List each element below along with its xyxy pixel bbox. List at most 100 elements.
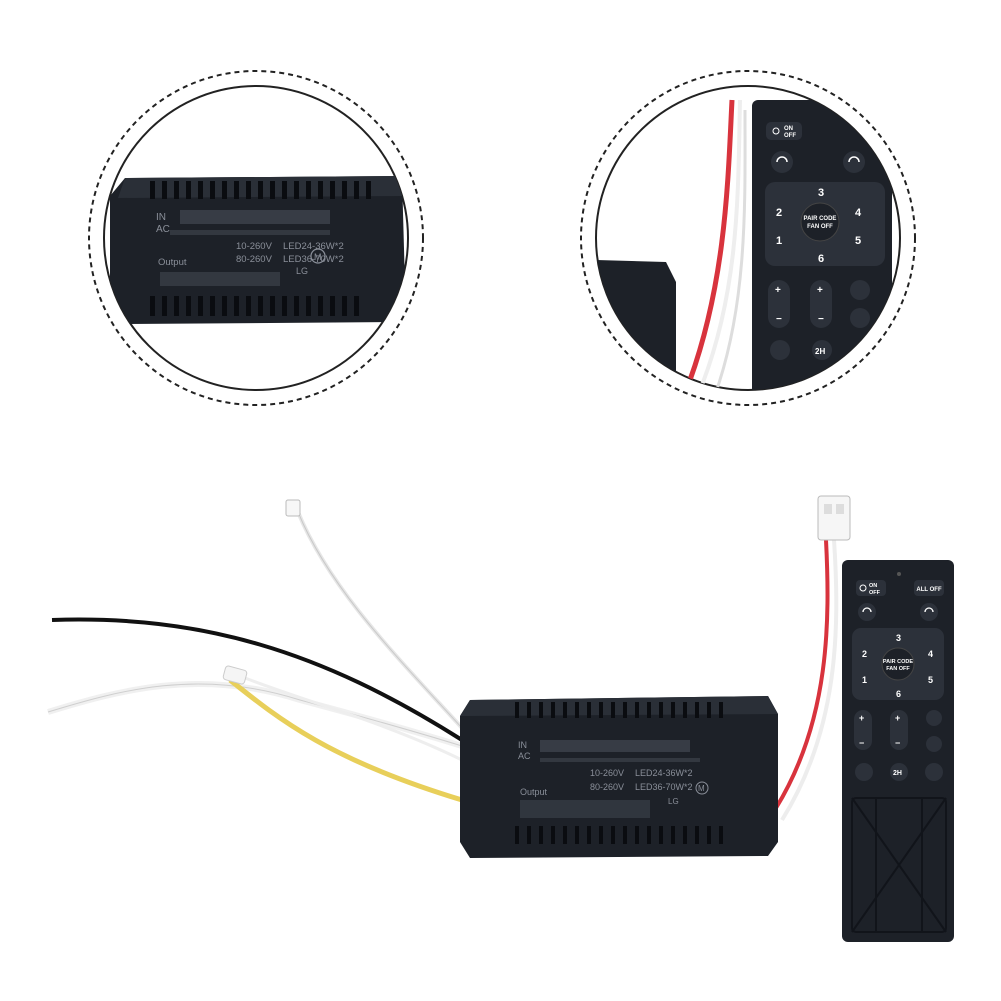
natural-wind-button (855, 763, 873, 781)
wire-black (51, 617, 464, 742)
on-off-button (856, 580, 886, 596)
vent-slots-top (150, 181, 371, 199)
wire-white-2 (714, 109, 747, 390)
wire-connector-large (817, 495, 851, 541)
speed-3: 3 (896, 633, 901, 643)
light-button (926, 710, 942, 726)
rotate-icon (862, 607, 872, 613)
label-ac: AC (518, 751, 531, 761)
dashed-outer-ring (580, 70, 916, 406)
color-temp-rocker (810, 280, 832, 328)
timer-label: 2H (893, 770, 902, 777)
remote-grip-pattern (851, 797, 947, 933)
rotate-icon (924, 607, 934, 613)
wire-yellow (228, 678, 463, 803)
label-output: Output (158, 257, 187, 268)
wire-connector-small (285, 499, 301, 517)
zoom-controller-label: IN AC 10-260V LED24-36W*2 80-260V LED36-… (88, 70, 424, 406)
speed-3: 3 (818, 187, 824, 199)
certification-badge (695, 781, 709, 795)
ir-led (897, 572, 901, 576)
spec-output-1: LED24-36W*2 (283, 241, 344, 252)
pair-code-button (881, 647, 915, 681)
pair-label: PAIR CODE (804, 216, 837, 222)
label-lg: LG (668, 797, 679, 806)
timer-button (812, 340, 832, 360)
wire-red (774, 539, 830, 810)
badge-letter: M (314, 252, 322, 262)
speed-1: 1 (862, 675, 867, 685)
speed-5: 5 (928, 675, 933, 685)
controller-body (460, 696, 778, 858)
speed-4: 4 (855, 207, 862, 219)
plus-label: + (859, 713, 864, 723)
vent-slots-top (515, 702, 723, 718)
pair-button-zoom (800, 202, 840, 242)
mode-button (925, 763, 943, 781)
fan-mode-button (920, 603, 938, 621)
speed-5: 5 (855, 235, 861, 247)
spec-output-2: LED36-70W*2 (635, 782, 693, 792)
on-off-button-zoom (766, 122, 802, 140)
fan-direction-button (858, 603, 876, 621)
light-button (850, 280, 870, 300)
dashed-outer-ring (88, 70, 424, 406)
off-label: OFF (869, 590, 881, 596)
brightness-rocker (768, 280, 790, 328)
all-off-label: ALL OFF (916, 587, 942, 593)
timer-label: 2H (815, 347, 825, 356)
badge-letter: M (698, 784, 705, 793)
spec-input-1: 10-260V (236, 241, 273, 252)
natural-wind-button (770, 340, 790, 360)
plus-label: + (895, 713, 900, 723)
spec-output-2: LED36-70W*2 (283, 254, 344, 265)
spec-input-1: 10-260V (590, 768, 624, 778)
speed-4: 4 (928, 649, 933, 659)
fan-off-label: FAN OFF (886, 666, 910, 672)
wire-red (687, 99, 735, 381)
fan-direction-button (771, 151, 793, 173)
wire-sleeve (222, 665, 248, 685)
speed-6: 6 (896, 689, 901, 699)
timer-button (890, 763, 908, 781)
speed-2: 2 (862, 649, 867, 659)
spec-input-2: 80-260V (590, 782, 624, 792)
label-in: IN (518, 740, 527, 750)
speed-6: 6 (818, 253, 824, 265)
spec-output-1: LED24-36W*2 (635, 768, 693, 778)
color-temp-rocker (890, 710, 908, 750)
vent-slots-bottom (150, 296, 359, 316)
zoom-remote: ON OFF PAIR CODE FAN OFF 3 2 4 1 5 6 + −… (580, 70, 916, 406)
minus-label: − (818, 314, 824, 325)
label-lg: LG (296, 266, 308, 276)
minus-label: − (776, 314, 782, 325)
label-in: IN (156, 212, 166, 223)
main-product: IN AC 10-260V LED24-36W*2 80-260V LED36-… (47, 495, 954, 942)
label-output: Output (520, 787, 548, 797)
night-button (850, 308, 870, 328)
remote-control: ON OFF ALL OFF PAIR CODE FAN OFF 3 2 4 1… (842, 560, 954, 942)
wire-white-2 (239, 674, 463, 762)
plus-label: + (775, 285, 781, 296)
spec-input-2: 80-260V (236, 254, 273, 265)
minus-label: − (895, 738, 900, 748)
minus-label: − (859, 738, 864, 748)
speed-1: 1 (776, 235, 782, 247)
controller-box-corner (596, 260, 676, 390)
wire-white-top (296, 511, 464, 730)
controller-box: IN AC 10-260V LED24-36W*2 80-260V LED36-… (460, 696, 778, 858)
power-icon (859, 584, 867, 592)
certification-badge (310, 248, 326, 264)
wire-white (698, 99, 742, 390)
on-label: ON (869, 583, 877, 589)
fan-off-label: FAN OFF (807, 224, 833, 230)
speed-2: 2 (776, 207, 782, 219)
off-label: OFF (784, 133, 796, 139)
all-off-button (914, 580, 944, 596)
vent-slots-bottom (515, 826, 723, 844)
fan-mode-button (843, 151, 865, 173)
wire-white-sheathed (47, 680, 463, 749)
label-ac: AC (156, 224, 170, 235)
night-light-button (926, 736, 942, 752)
